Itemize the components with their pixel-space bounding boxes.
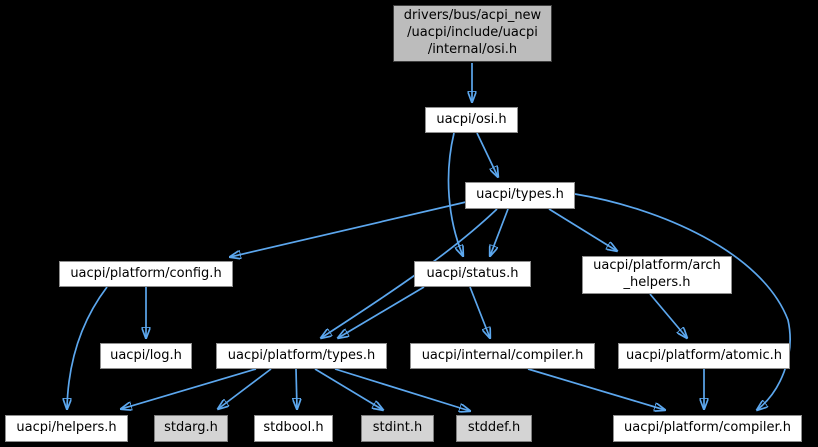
node-stdbool-h[interactable]: stdbool.h [254,415,333,442]
node-label: uacpi/platform/atomic.h [625,347,783,363]
node-label-line: uacpi/platform/arch [593,258,721,274]
node-label: stdarg.h [164,420,218,436]
node-label: uacpi/helpers.h [16,420,117,436]
node-uacpi-platform-types-h[interactable]: uacpi/platform/types.h [216,343,387,369]
node-label: uacpi/log.h [110,347,182,363]
node-label-line: /internal/osi.h [427,41,518,57]
edge-types-to-config [230,201,467,257]
node-stdint-h: stdint.h [361,415,434,442]
edge-ptypes-to-stdint [314,368,383,410]
node-label: stdbool.h [263,420,324,436]
node-label: stdint.h [372,420,423,436]
edge-types-to-arch [548,208,617,251]
node-uacpi-log-h[interactable]: uacpi/log.h [100,343,192,369]
edge-ptypes-to-stdarg [218,368,272,409]
edge-config-to-helpers [67,286,108,409]
node-label: uacpi/internal/compiler.h [421,347,584,363]
edge-osi-to-types [476,132,498,177]
node-uacpi-platform-config-h[interactable]: uacpi/platform/config.h [59,261,233,287]
node-uacpi-platform-compiler-h[interactable]: uacpi/platform/compiler.h [613,415,802,442]
edge-osi-to-status [447,132,463,256]
node-label-line: /uacpi/include/uacpi [407,25,538,41]
node-label: stddef.h [467,420,521,436]
edge-icompiler-to-pcompiler [527,368,665,410]
node-uacpi-helpers-h[interactable]: uacpi/helpers.h [5,415,128,442]
edge-ptypes-to-helpers [121,368,257,409]
node-label: uacpi/platform/compiler.h [624,420,791,436]
node-label: uacpi/platform/config.h [70,265,222,281]
node-label-line: _helpers.h [623,275,691,290]
edge-status-to-icompiler [469,286,490,338]
node-root-internal-osi-h: drivers/bus/acpi_new /uacpi/include/uacp… [393,5,552,62]
node-label: uacpi/status.h [426,265,519,281]
node-uacpi-platform-arch-helpers-h[interactable]: uacpi/platform/arch _helpers.h [582,256,732,294]
node-uacpi-osi-h[interactable]: uacpi/osi.h [425,107,518,133]
edge-types-to-status [490,208,509,256]
edge-ptypes-to-stddef [334,368,470,411]
node-uacpi-platform-atomic-h[interactable]: uacpi/platform/atomic.h [618,343,790,369]
node-stdarg-h: stdarg.h [154,415,228,442]
node-label: uacpi/types.h [476,187,564,203]
node-label: uacpi/platform/types.h [227,347,376,363]
node-uacpi-types-h[interactable]: uacpi/types.h [465,182,575,209]
edge-types-to-pcompiler [574,193,791,410]
edge-arch-to-atomic [649,293,687,338]
edge-status-to-ptypes [338,286,425,338]
node-label: uacpi/osi.h [436,111,507,127]
node-stddef-h: stddef.h [456,415,532,442]
edge-ptypes-to-stdbool [296,368,297,409]
node-uacpi-status-h[interactable]: uacpi/status.h [414,261,531,287]
node-uacpi-internal-compiler-h[interactable]: uacpi/internal/compiler.h [410,343,595,369]
node-label-line: drivers/bus/acpi_new [403,8,542,24]
